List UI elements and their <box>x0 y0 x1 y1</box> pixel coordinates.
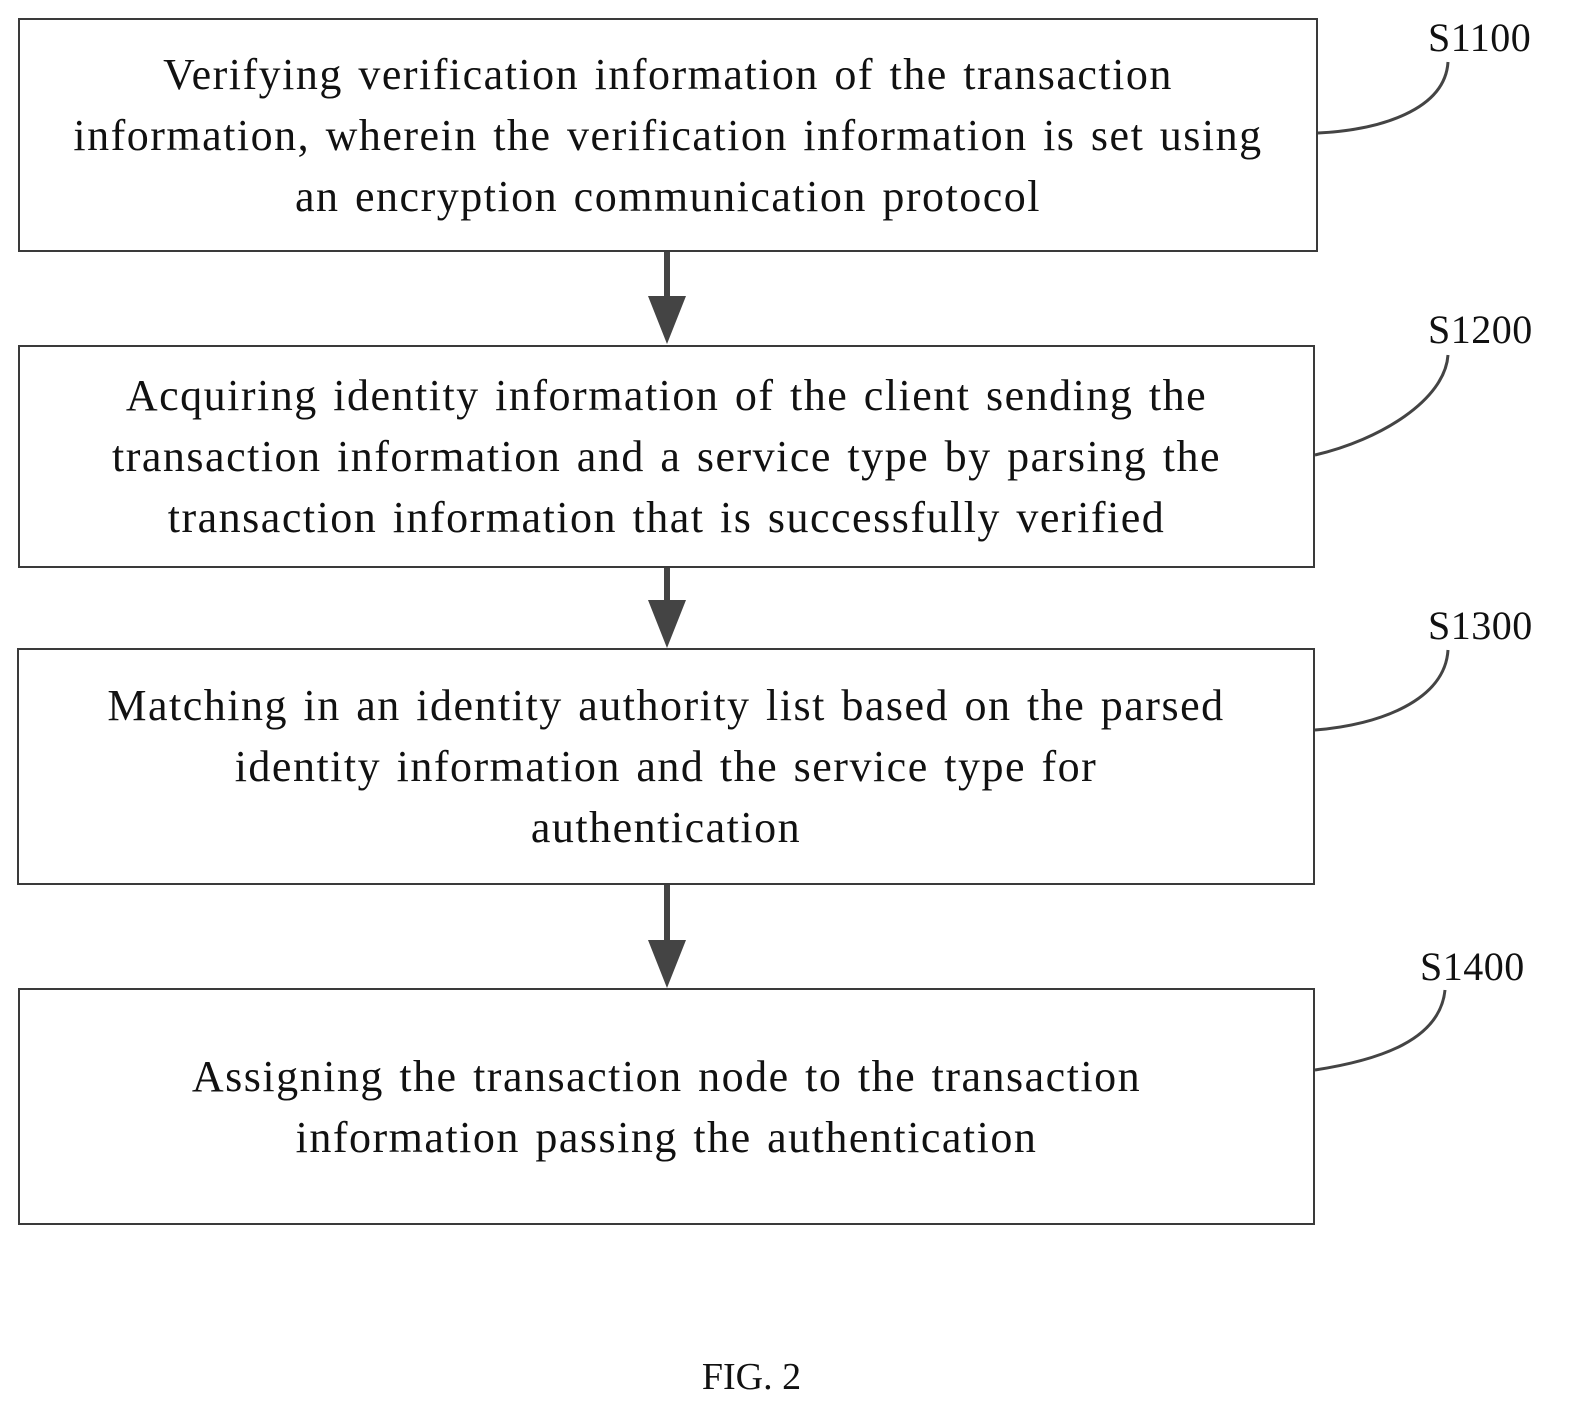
leader-line-s1400 <box>1315 990 1445 1070</box>
step-box-s1100: Verifying verification information of th… <box>18 18 1318 252</box>
leader-line-s1200 <box>1315 355 1448 455</box>
arrow-s1100-to-s1200 <box>648 252 686 344</box>
arrow-s1300-to-s1400 <box>648 885 686 988</box>
step-label-s1300: S1300 <box>1428 602 1533 649</box>
figure-caption: FIG. 2 <box>0 1355 1503 1399</box>
step-label-s1200: S1200 <box>1428 306 1533 353</box>
leader-line-s1100 <box>1318 62 1448 133</box>
arrow-s1200-to-s1300 <box>648 568 686 648</box>
step-label-s1400: S1400 <box>1420 943 1525 990</box>
step-text-s1200: Acquiring identity information of the cl… <box>20 365 1313 548</box>
step-text-s1400: Assigning the transaction node to the tr… <box>20 1046 1313 1168</box>
step-text-s1300: Matching in an identity authority list b… <box>19 675 1313 858</box>
step-box-s1400: Assigning the transaction node to the tr… <box>18 988 1315 1225</box>
step-text-s1100: Verifying verification information of th… <box>20 44 1316 227</box>
step-box-s1200: Acquiring identity information of the cl… <box>18 345 1315 568</box>
step-box-s1300: Matching in an identity authority list b… <box>17 648 1315 885</box>
step-label-s1100: S1100 <box>1428 14 1531 61</box>
leader-line-s1300 <box>1315 650 1448 730</box>
